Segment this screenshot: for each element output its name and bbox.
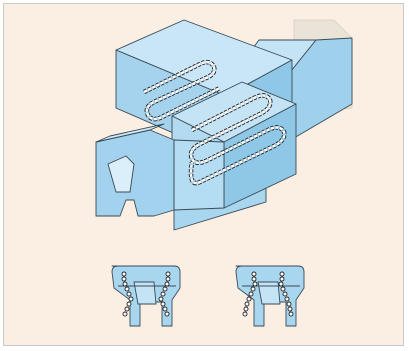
ball-chain-lower bbox=[188, 93, 287, 186]
linear-guide-illustration bbox=[95, 19, 353, 327]
cross-section-right bbox=[235, 265, 305, 327]
ball-chain-upper bbox=[142, 59, 222, 122]
ball-column-left-a-icon bbox=[121, 271, 134, 317]
ball-column-left-b-icon bbox=[158, 271, 171, 317]
ball-column-right-a-icon bbox=[242, 271, 258, 317]
cross-section-left bbox=[111, 265, 181, 327]
illustration-panel bbox=[3, 3, 404, 346]
carriage-block bbox=[95, 19, 297, 217]
ball-column-right-b-icon bbox=[278, 271, 294, 317]
